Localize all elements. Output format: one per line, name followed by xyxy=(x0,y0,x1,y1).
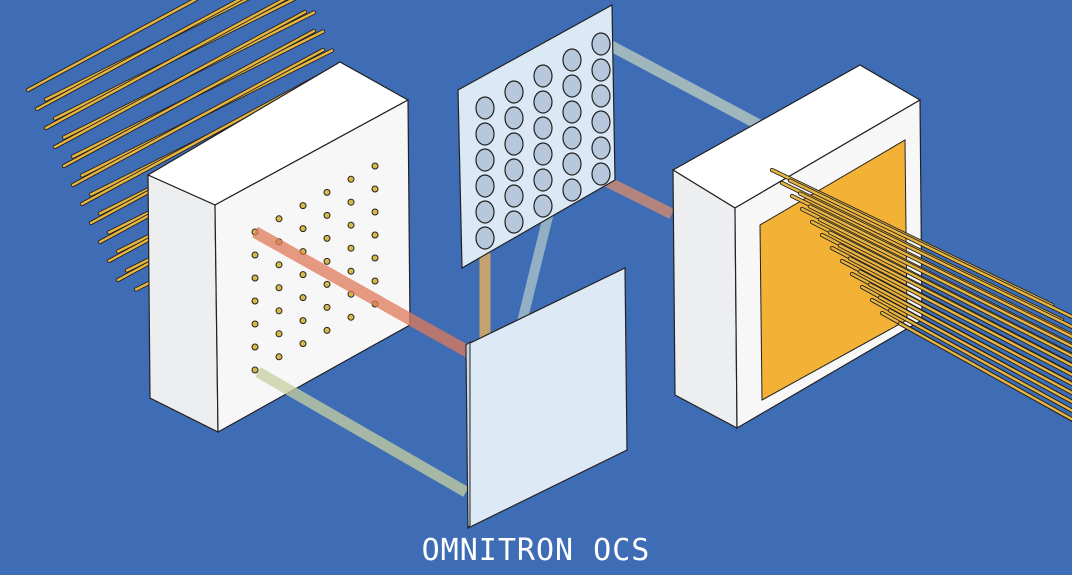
mems-lens xyxy=(533,168,553,192)
port-dot xyxy=(323,257,331,265)
mems-lens xyxy=(533,194,553,218)
mems-lens xyxy=(504,158,524,182)
fiber xyxy=(838,244,1072,367)
port-dot xyxy=(275,330,283,338)
port-dot xyxy=(275,284,283,292)
port-dot xyxy=(323,303,331,311)
port-dot xyxy=(323,211,331,219)
fiber xyxy=(868,283,1072,395)
port-dot xyxy=(371,208,379,216)
mems-lens xyxy=(475,122,495,146)
port-dot xyxy=(347,221,355,229)
fiber xyxy=(788,179,1072,319)
fiber xyxy=(888,309,1072,412)
mems-lens xyxy=(591,32,611,56)
fiber xyxy=(808,205,1072,338)
mems-lens xyxy=(504,106,524,130)
port-dot xyxy=(251,251,259,259)
mems-lens xyxy=(475,148,495,172)
beam-red xyxy=(252,226,475,360)
mems-lens xyxy=(562,74,582,98)
fiber xyxy=(878,296,1072,404)
fiber xyxy=(44,0,286,130)
fiber xyxy=(62,29,316,168)
port-dot xyxy=(251,320,259,328)
mems-lens xyxy=(591,136,611,160)
mems-lens xyxy=(533,142,553,166)
fiber xyxy=(879,310,1072,422)
fiber xyxy=(898,322,1072,421)
mems-lens xyxy=(562,126,582,150)
mems-lens xyxy=(533,116,553,140)
port-dot xyxy=(347,267,355,275)
port-dot xyxy=(299,202,307,210)
mems-lens xyxy=(591,162,611,186)
port-dot xyxy=(323,326,331,334)
port-dot xyxy=(251,274,259,282)
port-dot xyxy=(371,277,379,285)
beam-top xyxy=(597,35,768,133)
port-dot xyxy=(347,244,355,252)
mems-lens xyxy=(591,58,611,82)
fiber xyxy=(858,270,1072,386)
port-dot xyxy=(371,185,379,193)
port-dot xyxy=(299,340,307,348)
fiber xyxy=(71,48,325,187)
port-dot xyxy=(275,307,283,315)
mems-lens-array xyxy=(457,3,616,270)
mirror-panel xyxy=(465,267,628,530)
mems-lens xyxy=(475,96,495,120)
mems-lens xyxy=(504,132,524,156)
mems-lens xyxy=(504,184,524,208)
port-dot xyxy=(371,254,379,262)
mems-lens xyxy=(562,178,582,202)
port-dot xyxy=(371,231,379,239)
fiber xyxy=(828,231,1072,358)
right-fiber-block xyxy=(671,64,1072,430)
port-dot xyxy=(275,353,283,361)
port-dot xyxy=(251,366,259,374)
port-dot xyxy=(251,343,259,351)
port-dot xyxy=(299,271,307,279)
port-dot xyxy=(347,198,355,206)
fiber xyxy=(35,0,242,111)
port-dot xyxy=(323,188,331,196)
port-dot xyxy=(323,234,331,242)
port-dot xyxy=(371,162,379,170)
mems-lens xyxy=(504,80,524,104)
port-dot xyxy=(275,261,283,269)
port-dot xyxy=(323,280,331,288)
beam-yellow xyxy=(255,367,469,497)
fiber xyxy=(880,311,1072,421)
fiber xyxy=(53,10,307,149)
fiber xyxy=(818,218,1072,348)
mems-lens xyxy=(475,200,495,224)
right-fiber-bundle xyxy=(769,167,1072,422)
mems-lens xyxy=(533,90,553,114)
port-dot xyxy=(251,297,259,305)
beam-diagonal xyxy=(515,198,557,332)
mems-lens xyxy=(533,64,553,88)
mems-lens xyxy=(562,100,582,124)
mems-lens xyxy=(591,110,611,134)
beam-right xyxy=(597,173,675,219)
mems-lens xyxy=(562,152,582,176)
port-dot xyxy=(347,175,355,183)
fiber xyxy=(848,257,1072,377)
port-dot xyxy=(275,215,283,223)
port-dot xyxy=(347,313,355,321)
diagram-caption: OMNITRON OCS xyxy=(421,533,651,568)
mems-lens xyxy=(591,84,611,108)
mems-lens xyxy=(475,174,495,198)
mems-lens xyxy=(504,210,524,234)
mems-lens xyxy=(475,226,495,250)
port-dot xyxy=(299,317,307,325)
fiber xyxy=(798,192,1072,329)
mems-lens xyxy=(562,48,582,72)
port-dot xyxy=(299,294,307,302)
port-dot xyxy=(299,225,307,233)
fiber xyxy=(26,0,198,92)
